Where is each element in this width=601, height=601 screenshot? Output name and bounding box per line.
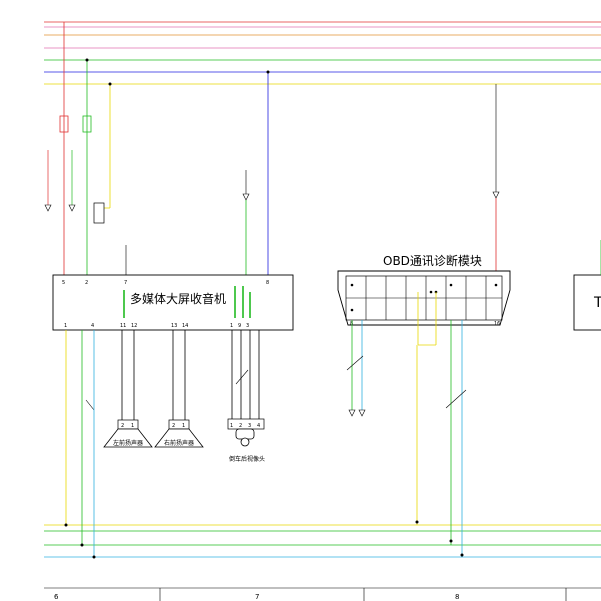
radio-module: 多媒体大屏收音机 5 2 7 8 1 4 11 12 13 14 1 9 3	[52, 274, 294, 331]
fuse-2-icon	[82, 115, 92, 133]
top-power-bus	[44, 21, 601, 85]
radio-pin-b9: 9	[238, 323, 241, 329]
camera-pin-3: 3	[248, 423, 251, 429]
obd-ground-arrow-2-icon	[358, 409, 366, 417]
grid-footer: 6 7 8	[54, 588, 567, 601]
obd-module-title: OBD通讯诊断模块	[383, 253, 482, 268]
radio-pin-7: 7	[124, 280, 127, 286]
obd-output-wires	[346, 320, 467, 557]
obd-module: OBD通讯诊断模块 8 16	[337, 84, 511, 346]
right-speaker-pin-2: 2	[172, 423, 175, 429]
partial-module-letter: T	[593, 295, 601, 311]
camera-pin-4: 4	[257, 423, 260, 429]
partial-module: T	[573, 240, 601, 331]
left-speaker-pin-2: 2	[121, 423, 124, 429]
right-speaker-pin-1: 1	[182, 423, 185, 429]
radio-output-wires	[64, 330, 260, 559]
left-speaker-icon	[103, 428, 153, 448]
grid-col-8: 8	[455, 593, 459, 601]
radio-pin-b11: 11	[120, 323, 126, 329]
bottom-bus	[44, 524, 601, 589]
radio-feed-wires	[44, 22, 270, 275]
radio-pin-b12: 12	[131, 323, 137, 329]
obd-pin-16: 16	[494, 321, 500, 327]
radio-pin-b4: 4	[91, 323, 94, 329]
ground-arrow-2-icon	[68, 204, 76, 212]
left-speaker: 2 1 左前扬声器	[103, 419, 153, 448]
camera-signal-arrow-icon	[242, 193, 250, 201]
relay-label-icon	[93, 202, 105, 224]
right-speaker-label: 右前扬声器	[164, 439, 194, 447]
right-speaker: 2 1 右前扬声器	[154, 419, 204, 448]
grid-col-7: 7	[255, 593, 259, 601]
left-speaker-label: 左前扬声器	[113, 439, 143, 447]
fuse-1-icon	[59, 115, 69, 133]
rear-camera: 1 2 3 4 倒车后视像头	[227, 418, 265, 463]
left-speaker-pin-1: 1	[131, 423, 134, 429]
radio-pin-b14: 14	[182, 323, 188, 329]
radio-pin-b1: 1	[64, 323, 67, 329]
radio-pin-8: 8	[266, 280, 269, 286]
obd-power-arrow-icon	[492, 191, 500, 199]
camera-pin-1: 1	[230, 423, 233, 429]
camera-pin-2: 2	[239, 423, 242, 429]
camera-lens-icon	[240, 437, 250, 447]
right-speaker-icon	[154, 428, 204, 448]
grid-col-6: 6	[54, 593, 59, 601]
obd-ground-arrow-1-icon	[348, 409, 356, 417]
radio-pin-b1b: 1	[230, 323, 233, 329]
rear-camera-label: 倒车后视像头	[229, 455, 265, 463]
radio-pin-b13: 13	[171, 323, 177, 329]
radio-pin-b3: 3	[246, 323, 249, 329]
obd-pin-8: 8	[350, 321, 353, 327]
radio-pin-5: 5	[62, 280, 65, 286]
camera-body-icon	[235, 428, 255, 440]
ground-arrow-1-icon	[44, 204, 52, 212]
radio-pin-2: 2	[85, 280, 88, 286]
radio-module-title: 多媒体大屏收音机	[130, 291, 226, 306]
